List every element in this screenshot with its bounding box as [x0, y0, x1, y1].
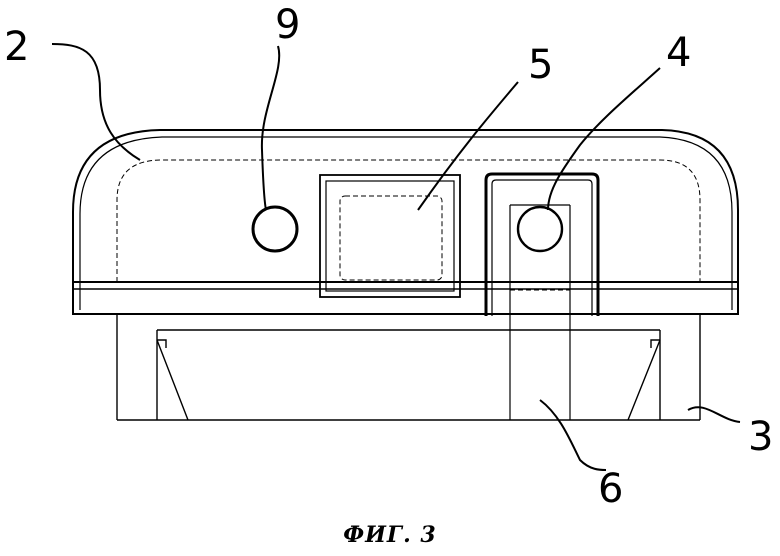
socket-outer-frame [486, 174, 598, 316]
ref-label-channel: 6 [598, 466, 623, 512]
display-screen-hidden [340, 196, 442, 280]
socket-inner-frame [492, 180, 592, 316]
connector-circle [518, 207, 562, 251]
ref-label-button: 9 [275, 2, 300, 48]
display [320, 175, 460, 297]
figure-caption: ФИГ. 3 [0, 522, 780, 548]
ref-label-base: 3 [748, 414, 773, 460]
leader-lines [52, 44, 740, 470]
housing-hidden-line [117, 160, 700, 282]
housing-outer-contour [73, 130, 738, 314]
ref-label-display: 5 [528, 42, 553, 88]
leader-line-5 [418, 82, 518, 210]
leader-line-6 [540, 400, 606, 470]
connector-socket [486, 174, 598, 420]
base-chamfer-right [628, 340, 660, 420]
ref-label-housing: 2 [4, 24, 29, 70]
display-frame-inner [326, 181, 454, 291]
housing-inner-contour [80, 137, 732, 310]
leader-line-4 [548, 68, 660, 210]
housing [73, 130, 738, 314]
ref-label-connector: 4 [666, 30, 691, 76]
base-chamfer-left [157, 340, 188, 420]
button-circle [253, 207, 297, 251]
display-frame-outer [320, 175, 460, 297]
leader-line-9 [262, 46, 279, 210]
base [117, 314, 700, 420]
